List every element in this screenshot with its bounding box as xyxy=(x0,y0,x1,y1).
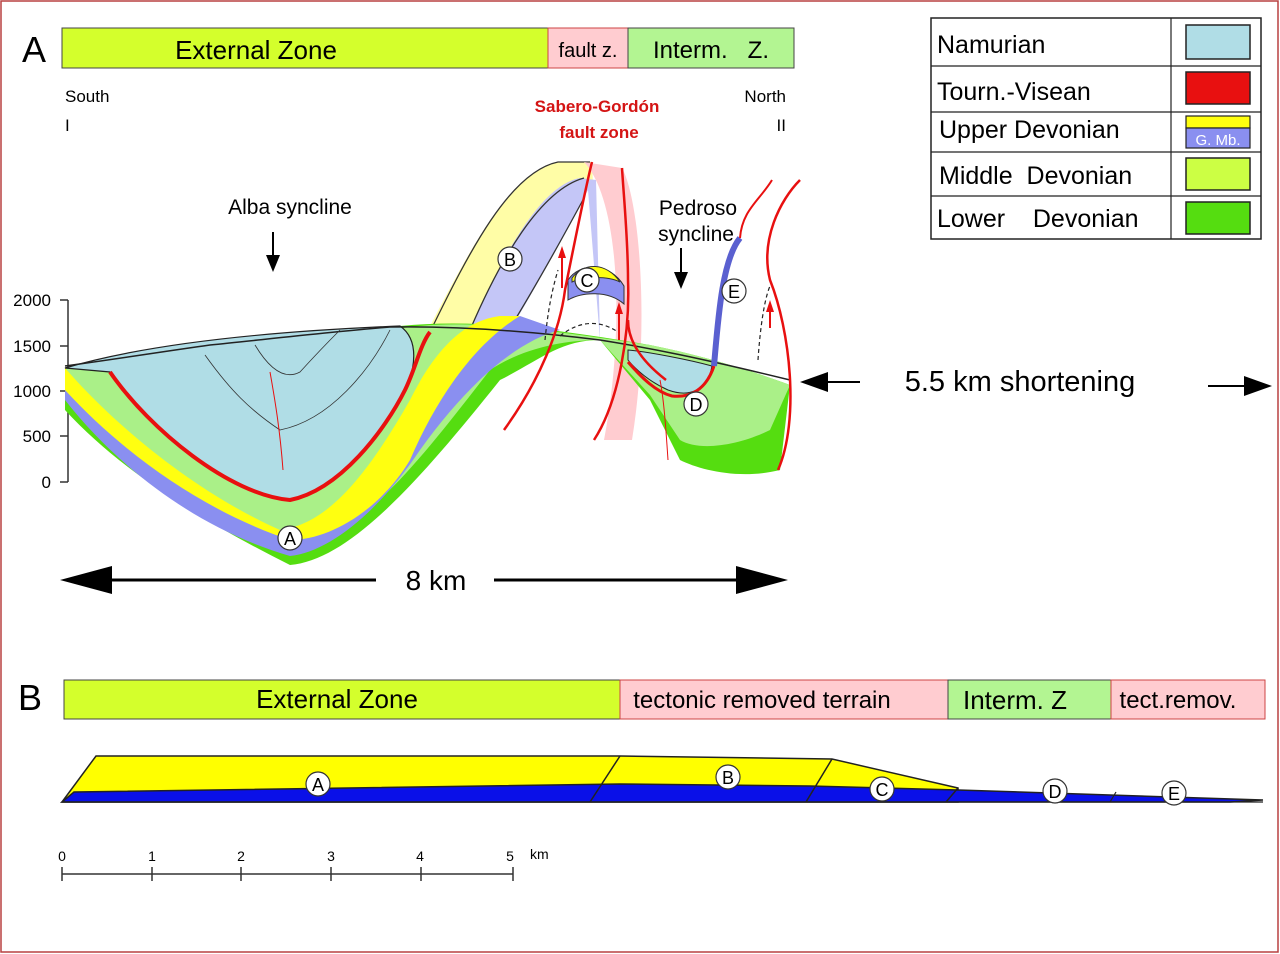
elev-tick-1500: 1500 xyxy=(13,337,51,356)
marker-a: A xyxy=(277,525,303,551)
legend-label-lower-devonian: Lower Devonian xyxy=(937,205,1139,233)
section-b-letter: B xyxy=(18,677,42,718)
external-zone-label: External Zone xyxy=(175,35,337,65)
svg-text:A: A xyxy=(284,529,296,549)
svg-text:B: B xyxy=(722,768,734,788)
svg-text:C: C xyxy=(876,780,889,800)
fault-arrow-3 xyxy=(766,300,774,328)
fault-zone-label: fault z. xyxy=(559,40,618,62)
south-label: South xyxy=(65,87,109,106)
scale-tick-0: 0 xyxy=(58,848,66,864)
elev-tick-0: 0 xyxy=(42,473,51,492)
section-a-zone-bar: External Zone fault z. Interm. Z. xyxy=(61,27,795,69)
elev-tick-2000: 2000 xyxy=(13,291,51,310)
tourn-visean-band xyxy=(108,330,432,503)
marker-c: C xyxy=(574,267,600,293)
b-external-zone-box xyxy=(63,679,621,720)
south-marker: I xyxy=(65,116,70,135)
svg-text:B: B xyxy=(504,250,516,270)
legend-swatch-middle-devonian xyxy=(1185,157,1251,191)
svg-text:D: D xyxy=(1049,782,1062,802)
legend-label-middle-devonian: Middle Devonian xyxy=(939,162,1132,190)
scale-tick-4: 4 xyxy=(416,848,424,864)
b-marker-b: B xyxy=(715,764,741,790)
shortening-arrows: 5.5 km shortening xyxy=(800,366,1272,398)
fault-zone-name-line2: fault zone xyxy=(559,123,638,142)
upper-devonian-unit xyxy=(65,316,520,540)
b-removed-terrain-label: tectonic removed terrain xyxy=(633,687,890,714)
svg-text:A: A xyxy=(312,775,324,795)
b-intermediate-zone-label: Interm. Z xyxy=(963,685,1067,715)
svg-text:D: D xyxy=(690,395,703,415)
legend-label-upper-devonian: Upper Devonian xyxy=(939,116,1120,144)
fault-line-1 xyxy=(502,161,594,431)
external-zone-box xyxy=(61,27,549,69)
fault-zone-name-line1: Sabero-Gordón xyxy=(535,97,660,116)
elev-tick-1000: 1000 xyxy=(13,382,51,401)
marker-e: E xyxy=(721,278,747,304)
pedroso-label-line1: Pedroso xyxy=(659,197,737,220)
b-marker-c: C xyxy=(869,776,895,802)
legend-label-tourn-visean: Tourn.-Visean xyxy=(937,78,1091,106)
pedroso-syncline-arrow xyxy=(674,248,688,289)
pedroso-tourn-visean xyxy=(626,361,716,398)
svg-text:E: E xyxy=(728,282,740,302)
legend: Namurian Tourn.-Visean Upper Devonian Mi… xyxy=(930,17,1262,240)
section-a-letter: A xyxy=(22,29,46,70)
scale-tick-1: 1 xyxy=(148,848,156,864)
legend-swatch-namurian xyxy=(1185,24,1251,60)
fault-arrow-1 xyxy=(558,246,566,288)
marker-b: B xyxy=(497,246,523,272)
elev-tick-500: 500 xyxy=(23,427,51,446)
intermediate-zone-box xyxy=(627,27,795,69)
legend-swatch-gmb-text: G. Mb. xyxy=(1195,132,1240,149)
legend-swatch-tourn-visean xyxy=(1185,71,1251,105)
north-label: North xyxy=(744,87,786,106)
b-marker-e: E xyxy=(1161,780,1187,806)
legend-swatch-upper-devonian: G. Mb. xyxy=(1185,115,1251,149)
pedroso-label-line2: syncline xyxy=(658,223,734,246)
section-b: B External Zone tectonic removed terrain… xyxy=(18,677,1266,881)
legend-swatch-lower-devonian xyxy=(1185,201,1251,235)
section-b-zone-bar: External Zone tectonic removed terrain I… xyxy=(63,679,1266,720)
b-marker-a: A xyxy=(305,771,331,797)
svg-text:E: E xyxy=(1168,784,1180,804)
scale-tick-3: 3 xyxy=(327,848,335,864)
marker-d: D xyxy=(683,391,709,417)
b-external-zone-label: External Zone xyxy=(256,684,418,714)
b-marker-d: D xyxy=(1042,778,1068,804)
svg-text:C: C xyxy=(581,271,594,291)
scale-unit: km xyxy=(530,846,549,862)
fault-arrow-2 xyxy=(615,302,623,340)
fault-line-2 xyxy=(592,167,630,441)
topographic-surface xyxy=(64,326,791,381)
width-label: 8 km xyxy=(406,565,467,596)
b-tect-remov-box xyxy=(1110,679,1266,720)
b-tect-remov-label: tect.remov. xyxy=(1120,687,1237,714)
scale-bar: 0 1 2 3 4 5 km xyxy=(58,846,549,881)
legend-label-namurian: Namurian xyxy=(937,31,1045,59)
geologic-cross-section xyxy=(64,161,801,565)
width-arrow: 8 km xyxy=(60,565,788,596)
g-mb-unit xyxy=(65,316,560,556)
scale-tick-2: 2 xyxy=(237,848,245,864)
fault-line-4 xyxy=(766,179,801,471)
north-marker: II xyxy=(777,116,786,135)
alba-syncline-arrow xyxy=(266,232,280,272)
b-intermediate-zone-box xyxy=(947,679,1112,720)
section-a: A External Zone fault z. Interm. Z. Sout… xyxy=(13,27,1272,596)
fault-line-3 xyxy=(626,319,667,381)
intermediate-zone-label: Interm. Z. xyxy=(653,37,769,64)
shortening-label: 5.5 km shortening xyxy=(905,366,1136,398)
alba-syncline-label: Alba syncline xyxy=(228,196,352,219)
scale-tick-5: 5 xyxy=(506,848,514,864)
fault-line-5 xyxy=(739,179,773,239)
